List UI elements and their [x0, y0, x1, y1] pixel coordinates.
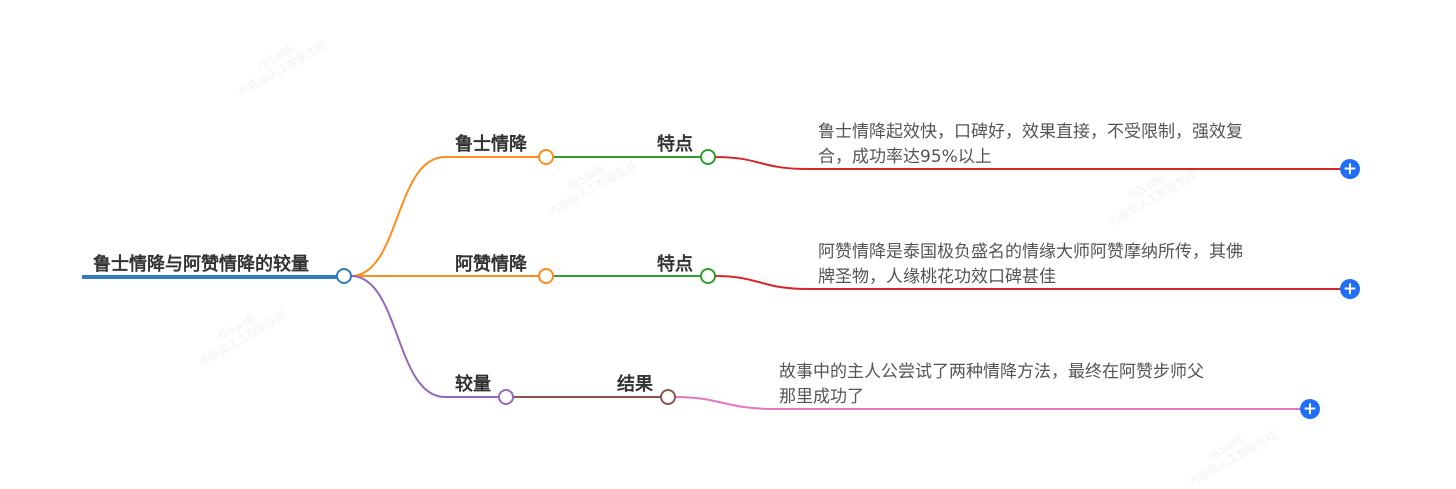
b2-collapse-node[interactable]: [538, 268, 554, 284]
topic-comparison[interactable]: 较量: [455, 374, 491, 395]
expand-plus-icon[interactable]: +: [1340, 279, 1360, 299]
desc-line: 鲁士情降起效快，口碑好，效果直接，不受限制，强效复: [818, 122, 1243, 142]
edge-desc1: [714, 156, 1340, 170]
root-topic[interactable]: 鲁士情降与阿赞情降的较量: [93, 254, 309, 275]
root-collapse-node[interactable]: [336, 268, 352, 284]
desc-azan-features[interactable]: 阿赞情降是泰国极负盛名的情缘大师阿赞摩纳所传，其佛 牌圣物，人缘桃花功效口碑甚佳: [818, 240, 1243, 290]
topic-lushi[interactable]: 鲁士情降: [455, 134, 527, 155]
edge-root-b1: [350, 156, 539, 277]
expand-plus-icon[interactable]: +: [1300, 399, 1320, 419]
topic-azan[interactable]: 阿赞情降: [455, 254, 527, 275]
edge-desc2: [714, 275, 1340, 290]
desc-result[interactable]: 故事中的主人公尝试了两种情降方法，最终在阿赞步师父 那里成功了: [779, 360, 1204, 410]
b3-child-collapse-node[interactable]: [660, 389, 676, 405]
desc-line: 合，成功率达95%以上: [818, 147, 992, 167]
b1-collapse-node[interactable]: [538, 149, 554, 165]
desc-line: 阿赞情降是泰国极负盛名的情缘大师阿赞摩纳所传，其佛: [818, 242, 1243, 262]
desc-lushi-features[interactable]: 鲁士情降起效快，口碑好，效果直接，不受限制，强效复 合，成功率达95%以上: [818, 120, 1243, 170]
b1-child-collapse-node[interactable]: [700, 149, 716, 165]
b2-child-collapse-node[interactable]: [700, 268, 716, 284]
desc-line: 那里成功了: [779, 387, 864, 407]
desc-line: 故事中的主人公尝试了两种情降方法，最终在阿赞步师父: [779, 362, 1204, 382]
mindmap-connectors: [82, 149, 1340, 410]
expand-plus-icon[interactable]: +: [1340, 159, 1360, 179]
topic-features-1[interactable]: 特点: [657, 134, 693, 155]
b3-collapse-node[interactable]: [498, 389, 514, 405]
edge-root-b3: [350, 275, 499, 398]
topic-result[interactable]: 结果: [617, 374, 653, 395]
edge-desc3: [674, 396, 1300, 410]
topic-features-2[interactable]: 特点: [657, 254, 693, 275]
desc-line: 牌圣物，人缘桃花功效口碑甚佳: [818, 267, 1056, 287]
